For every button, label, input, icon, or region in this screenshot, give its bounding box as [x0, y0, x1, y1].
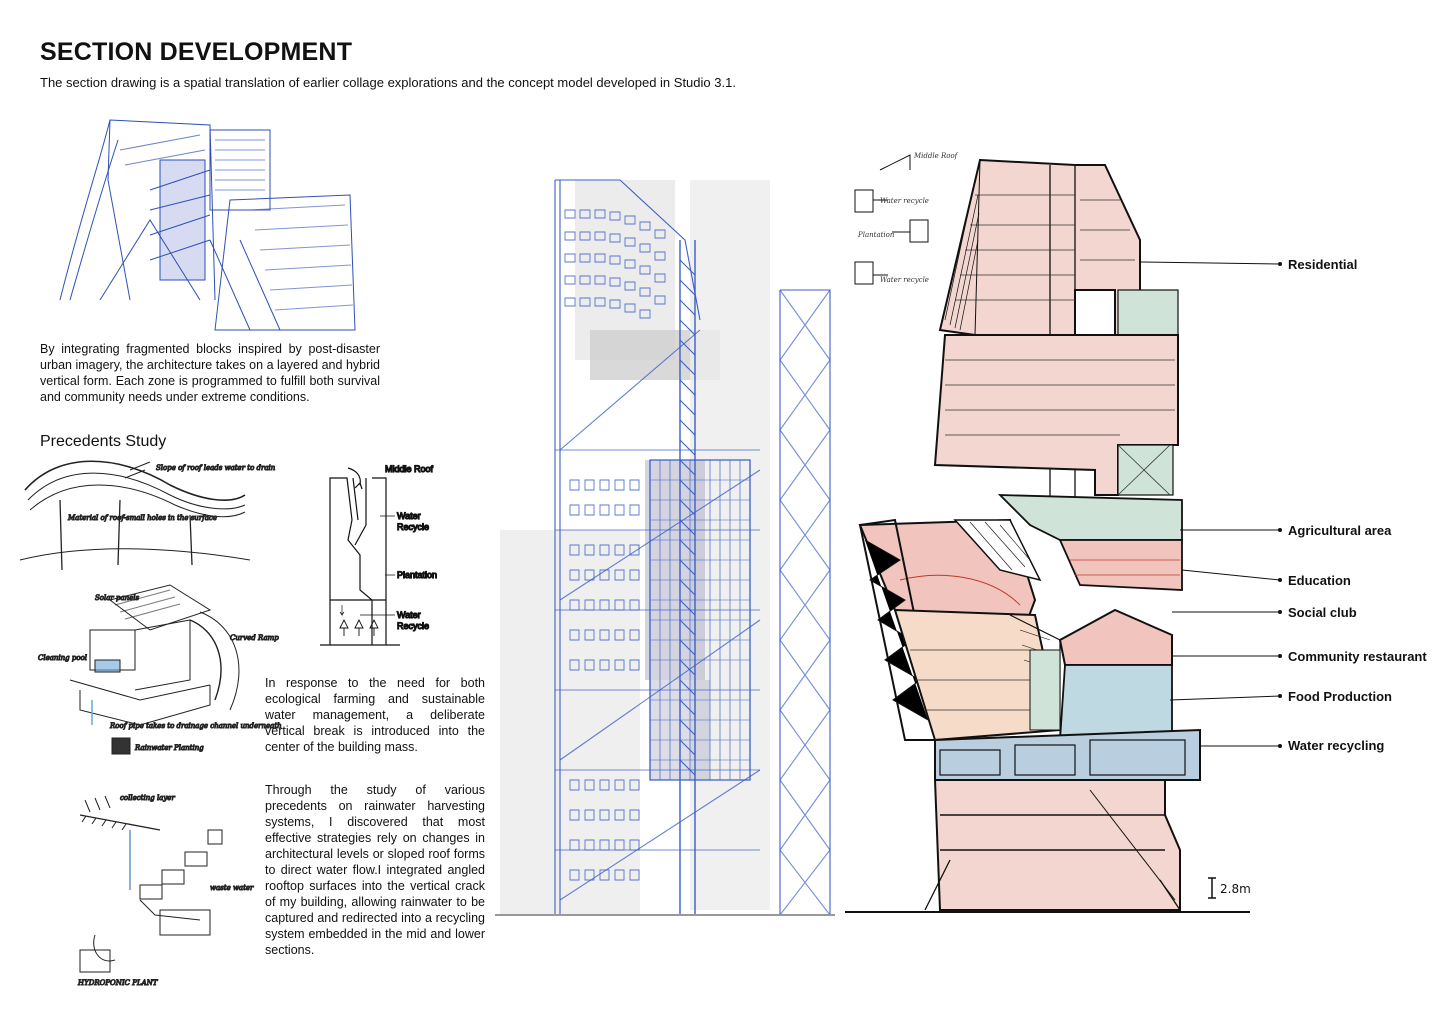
- label-middle-roof: Middle Roof: [385, 464, 434, 474]
- precedents-title: Precedents Study: [40, 433, 167, 450]
- note-collecting: collecting layer: [120, 794, 175, 802]
- stepped-water-sketch: collecting layer waste water HYDROPONIC …: [77, 794, 255, 988]
- note-cleaning: Cleaning pool: [38, 654, 87, 662]
- zone-social-club: Social club: [1288, 605, 1357, 620]
- zone-water-recycling: Water recycling: [1288, 738, 1385, 753]
- collage-sketch: [59, 119, 356, 331]
- roof-precedent-sketch: Slope of roof leads water to drain Mater…: [19, 460, 276, 571]
- zone-residential: Residential: [1288, 257, 1358, 272]
- page-title: SECTION DEVELOPMENT: [40, 38, 353, 66]
- zone-agricultural: Agricultural area: [1288, 523, 1392, 538]
- note-roof-material: Material of roof-small holes in the surf…: [67, 514, 217, 522]
- key-water-recycle-1: Water recycle: [880, 197, 929, 205]
- note-roof-slope: Slope of roof leads water to drain: [156, 464, 276, 472]
- note-rainwater: Rainwater Planting: [134, 744, 204, 752]
- intro-paragraph: By integrating fragmented blocks inspire…: [40, 342, 380, 404]
- note-curved-ramp: Curved Ramp: [230, 634, 279, 642]
- note-roof-pipe: Roof pipe takes to drainage channel unde…: [109, 722, 282, 730]
- break-paragraph: In response to the need for both ecologi…: [265, 676, 485, 754]
- study-paragraph: Through the study of various precedents …: [265, 783, 485, 957]
- blue-tower-collage: [495, 179, 835, 916]
- key-water-recycle-2: Water recycle: [880, 276, 929, 284]
- zone-community-restaurant: Community restaurant: [1288, 649, 1427, 664]
- key-plantation: Plantation: [857, 231, 895, 239]
- zone-education: Education: [1288, 573, 1351, 588]
- key-middle-roof: Middle Roof: [913, 152, 959, 160]
- note-hydroponic: HYDROPONIC PLANT: [77, 979, 159, 987]
- house-precedent-sketch: Solar panels Curved Ramp Cleaning pool R…: [38, 584, 282, 755]
- label-plantation: Plantation: [397, 570, 437, 580]
- note-solar: Solar panels: [95, 594, 140, 602]
- note-waste: waste water: [210, 884, 254, 892]
- section-drawing: 2.8m Middle Roof Water recycle Plantatio…: [845, 152, 1282, 913]
- page-subtitle: The section drawing is a spatial transla…: [40, 75, 736, 90]
- zone-food-production: Food Production: [1288, 689, 1392, 704]
- scale-label: 2.8m: [1220, 882, 1251, 896]
